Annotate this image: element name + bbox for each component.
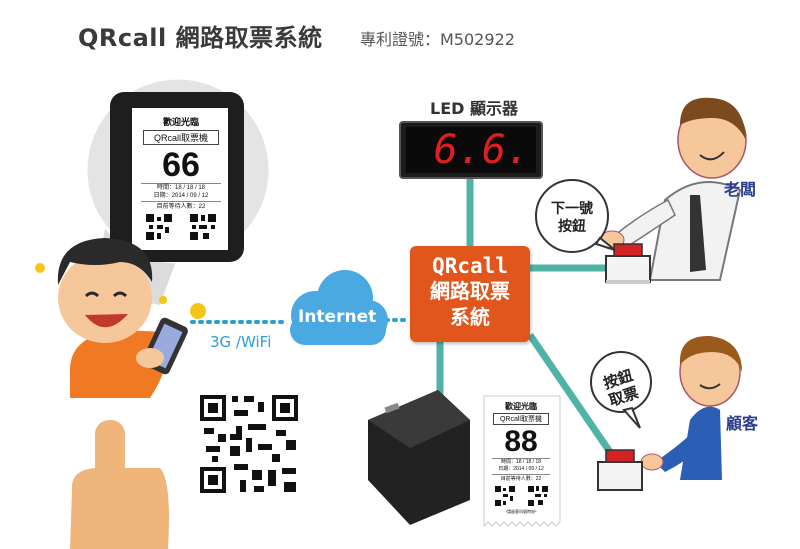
ticket-printer-illustration: [368, 390, 470, 525]
phone-ticket-waiting: 目前等待人數：22: [156, 204, 206, 210]
paper-ticket-machine: QRcall取票機: [493, 413, 549, 425]
qrcall-system-box: QRcall 網路取票 系統: [410, 246, 530, 342]
customer-illustration: [640, 335, 742, 480]
phone-ticket-machine: QRcall取票機: [143, 130, 219, 145]
paper-ticket-time: 時間：18 / 18 / 18: [500, 459, 542, 465]
center-line-2: 網路取票: [430, 279, 510, 303]
paper-ticket-number: 88: [504, 425, 538, 458]
mini-qr-code: [189, 213, 217, 241]
mini-qr-code: [526, 485, 549, 507]
pointing-hand-illustration: [70, 420, 169, 549]
boss-bubble-line-2: 按鈕: [558, 219, 586, 235]
boss-label: 老闆: [724, 180, 757, 199]
yellow-dot: [159, 296, 167, 304]
boss-bubble-text: 下一號 按鈕: [540, 200, 604, 236]
paper-ticket: 歡迎光臨 QRcall取票機 88 時間：18 / 18 / 18 日期：201…: [488, 398, 554, 515]
led-digits-box: 6.6.: [406, 127, 536, 173]
phone-ticket-time: 時間：18 / 18 / 18: [156, 185, 206, 191]
connector-customer: [527, 333, 615, 457]
phone-ticket-qr-codes: [137, 213, 225, 241]
phone-ticket-welcome: 歡迎光臨: [162, 117, 199, 127]
paper-ticket-welcome: 歡迎光臨: [505, 402, 537, 411]
customer-ticket-button-device: [597, 449, 643, 491]
connection-label: 3G /WiFi: [210, 333, 272, 351]
paper-ticket-qr-codes: [488, 485, 554, 507]
patent-number: 專利證號：M502922: [360, 30, 515, 49]
mini-qr-code: [145, 213, 173, 241]
yellow-dot: [190, 303, 206, 319]
customer-label: 顧客: [726, 414, 759, 433]
phone-ticket: 歡迎光臨 QRcall取票機 66 時間：18 / 18 / 18 日期：201…: [137, 113, 225, 241]
boss-speech-bubble: [535, 179, 616, 253]
paper-ticket-footer: *請留意叫號時刻*: [505, 509, 537, 514]
connector-lines: [436, 178, 615, 457]
paper-ticket-date: 日期：2014 / 09 / 12: [498, 466, 544, 472]
boss-next-button-device: [605, 243, 651, 284]
boss-illustration: [599, 97, 747, 281]
page-title: QRcall 網路取票系統: [78, 24, 323, 52]
customer-speech-bubble: [590, 351, 652, 429]
qr-code: [199, 394, 299, 494]
yellow-dot: [35, 263, 45, 273]
cloud-label: Internet: [298, 307, 377, 327]
mini-qr-code: [493, 485, 516, 507]
paper-ticket-waiting: 目前等待人數：22: [500, 476, 542, 482]
phone-ticket-number: 66: [162, 146, 200, 184]
led-display-label: LED 顯示器: [430, 99, 518, 118]
phone-ticket-date: 日期：2014 / 09 / 12: [153, 193, 209, 199]
person-with-phone-illustration: [57, 238, 188, 398]
led-digits: 6.6.: [433, 127, 530, 173]
led-display: [399, 121, 543, 179]
boss-bubble-line-1: 下一號: [551, 201, 593, 217]
center-line-3: 系統: [450, 305, 490, 329]
cloud-icon: [290, 270, 388, 345]
center-line-1: QRcall: [432, 254, 508, 278]
